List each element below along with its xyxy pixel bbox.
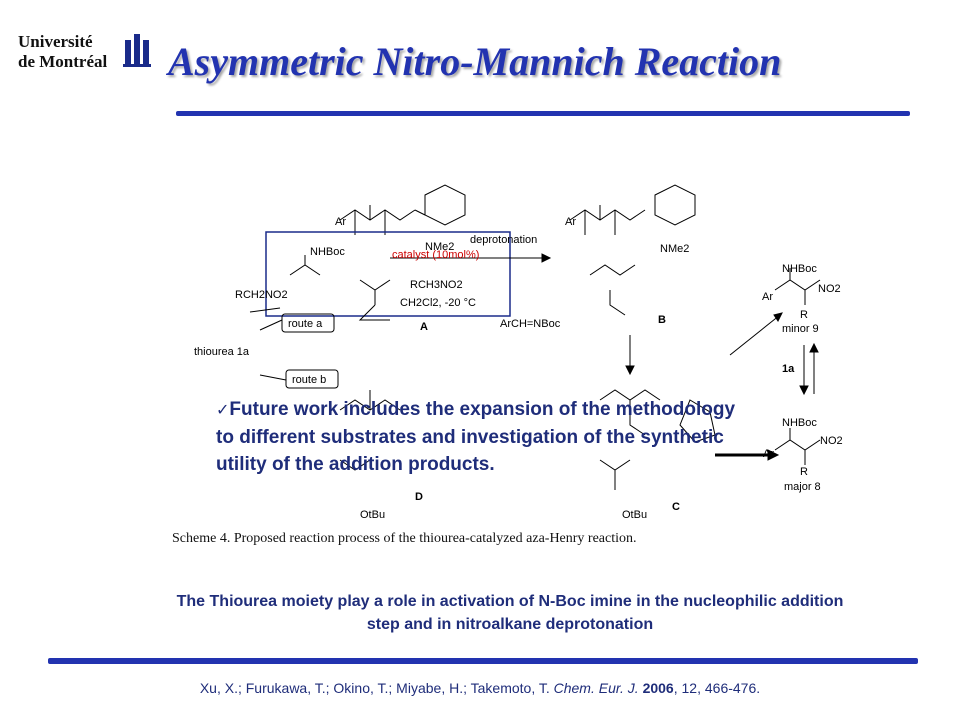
label-intermediate-b: B bbox=[658, 314, 666, 326]
label-nhboc-major: NHBoc bbox=[782, 417, 817, 429]
label-thiourea: thiourea 1a bbox=[194, 346, 250, 358]
label-route-b: route b bbox=[292, 374, 326, 386]
label-arch-nboc: ArCH=NBoc bbox=[500, 318, 561, 330]
label-otbu-c: OtBu bbox=[622, 509, 647, 521]
logo-line-2: de Montréal bbox=[18, 52, 108, 71]
citation-authors: Xu, X.; Furukawa, T.; Okino, T.; Miyabe,… bbox=[199, 680, 550, 696]
page-title: Asymmetric Nitro-Mannich Reaction bbox=[168, 39, 782, 84]
future-work-note: ✓Future work includes the expansion of t… bbox=[216, 396, 736, 478]
logo-line-1: Université bbox=[18, 32, 93, 51]
checkmark-icon: ✓ bbox=[216, 402, 230, 419]
reaction-scheme: Ar NMe2 Ar NMe2 deprotonation catalyst (… bbox=[194, 184, 843, 521]
label-ar-catalyst: Ar bbox=[335, 216, 346, 228]
label-r-major: R bbox=[800, 466, 808, 478]
citation: Xu, X.; Furukawa, T.; Okino, T.; Miyabe,… bbox=[0, 680, 960, 696]
citation-volume-pages: , 12, 466-476. bbox=[673, 680, 761, 696]
label-intermediate-c: C bbox=[672, 501, 680, 513]
label-otbu-d: OtBu bbox=[360, 509, 385, 521]
label-ar-b: Ar bbox=[565, 216, 576, 228]
scheme-caption: Scheme 4. Proposed reaction process of t… bbox=[172, 531, 637, 546]
label-no2-major: NO2 bbox=[820, 435, 843, 447]
label-no2-minor: NO2 bbox=[818, 283, 841, 295]
label-intermediate-d: D bbox=[415, 491, 423, 503]
label-catalyst: catalyst (10mol%) bbox=[392, 249, 479, 261]
label-conditions: CH2Cl2, -20 °C bbox=[400, 297, 476, 309]
citation-journal: Chem. Eur. J. bbox=[553, 680, 639, 696]
label-intermediate-a: A bbox=[420, 321, 428, 333]
label-reagent: RCH3NO2 bbox=[410, 279, 463, 291]
university-logo: Université de Montréal bbox=[18, 30, 158, 80]
label-r-minor: R bbox=[800, 309, 808, 321]
label-minor: minor 9 bbox=[782, 323, 819, 335]
future-work-text: Future work includes the expansion of th… bbox=[216, 399, 736, 475]
label-ar-major: Ar bbox=[763, 448, 774, 460]
label-ar-minor: Ar bbox=[762, 291, 773, 303]
label-nboc: NHBoc bbox=[310, 246, 345, 258]
label-route-a: route a bbox=[288, 318, 323, 330]
label-nhboc-minor: NHBoc bbox=[782, 263, 817, 275]
label-nme2-catalyst: NMe2 bbox=[425, 241, 454, 253]
logo-wordmark: Université de Montréal bbox=[18, 32, 107, 72]
citation-year: 2006 bbox=[642, 680, 674, 696]
logo-emblem-icon bbox=[123, 34, 151, 67]
bottom-divider bbox=[48, 658, 918, 664]
title-underline bbox=[176, 111, 910, 116]
label-equilibrium: 1a bbox=[782, 363, 795, 375]
label-rch2no2: RCH2NO2 bbox=[235, 289, 288, 301]
label-deprotonation: deprotonation bbox=[470, 234, 537, 246]
label-nme2-b: NMe2 bbox=[660, 243, 689, 255]
label-major: major 8 bbox=[784, 481, 821, 493]
explanation-text: The Thiourea moiety play a role in activ… bbox=[176, 593, 844, 633]
